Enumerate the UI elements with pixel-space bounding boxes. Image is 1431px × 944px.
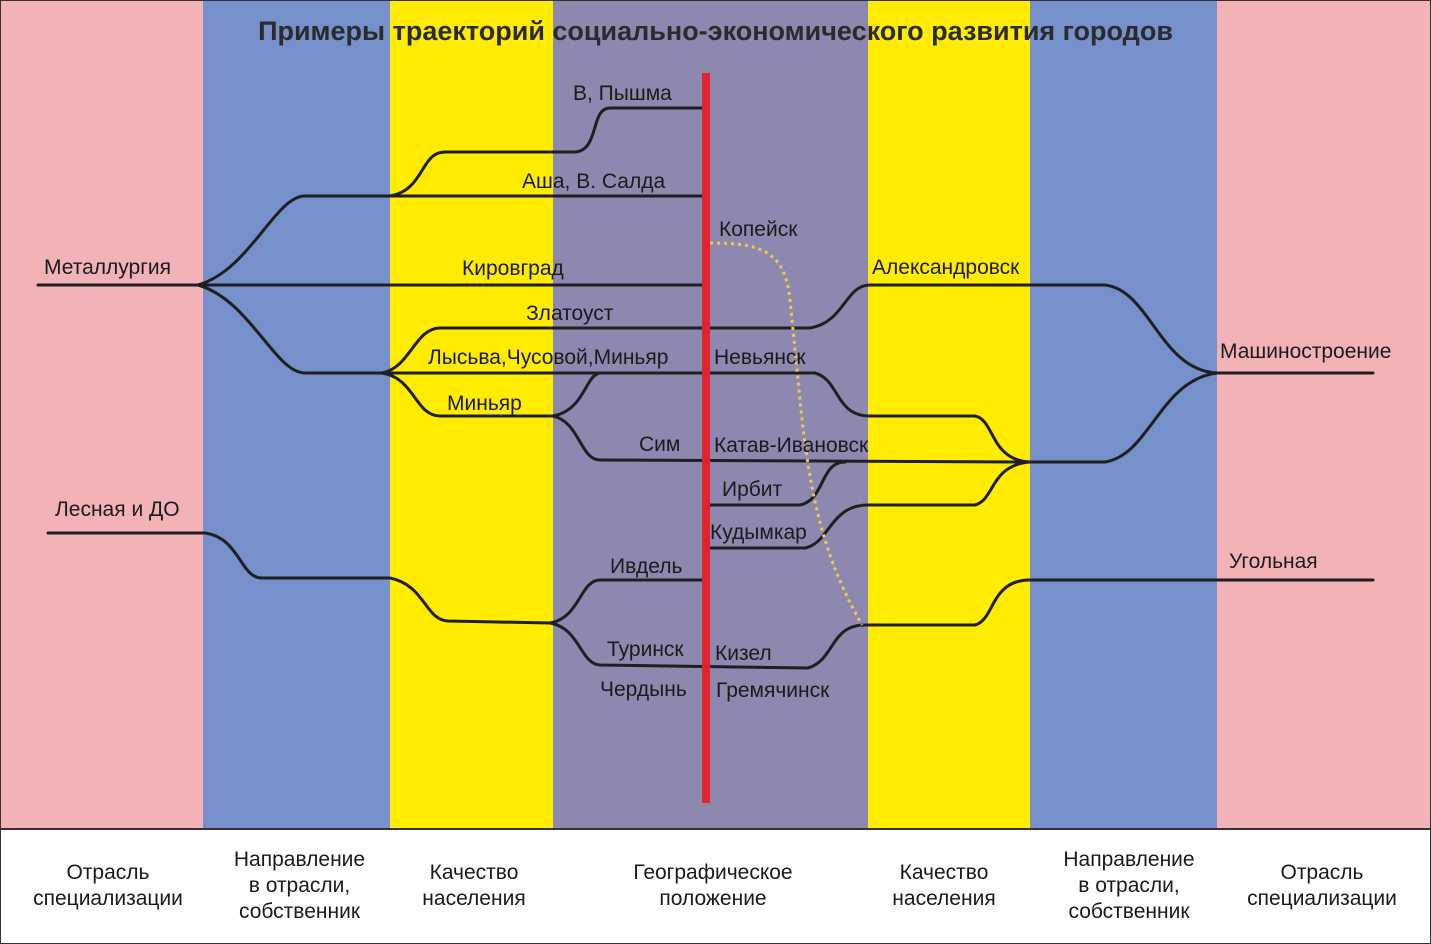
city-kudymkar: Кудымкар bbox=[710, 521, 807, 544]
machine-trunk bbox=[1028, 371, 1375, 464]
diagram-title: Примеры траекторий социально-экономическ… bbox=[258, 16, 1173, 46]
kudymkar-line bbox=[704, 503, 870, 550]
sector-coal-label: Угольная bbox=[1229, 550, 1318, 573]
zlatoust-line bbox=[380, 283, 1219, 375]
column-label-sector-right: Отрасль специализации bbox=[1247, 861, 1397, 910]
city-ivdel: Ивдель bbox=[610, 555, 683, 578]
city-irbit: Ирбит bbox=[722, 478, 783, 501]
band-direction-left bbox=[203, 0, 390, 829]
metallurgy-down-branch bbox=[196, 283, 384, 375]
city-asha: Аша, В. Салда bbox=[522, 170, 665, 193]
lysva-line bbox=[380, 371, 1032, 464]
column-label-population-left: Качество населения bbox=[422, 861, 526, 910]
trajectory-lines: Металлургия Лесная и ДО Машиностроение У… bbox=[36, 73, 1391, 803]
minyar-line bbox=[380, 371, 602, 418]
city-turinsk: Туринск bbox=[607, 638, 684, 661]
metallurgy-up-branch bbox=[196, 194, 392, 287]
sector-metallurgy-label: Металлургия bbox=[44, 256, 171, 279]
city-kirovgrad: Кировград bbox=[462, 257, 564, 280]
city-sim: Сим bbox=[639, 433, 680, 456]
ivdel-line bbox=[548, 578, 708, 625]
city-kopeysk: Копейск bbox=[719, 218, 798, 241]
band-direction-right bbox=[1030, 0, 1217, 829]
turinsk-line bbox=[548, 578, 1375, 670]
city-zlatoust: Златоуст bbox=[526, 302, 614, 325]
city-gremyachinsk: Гремячинск bbox=[716, 679, 830, 702]
column-label-direction-left: Направление в отрасли, собственник bbox=[233, 848, 366, 923]
city-lysva: Лысьва,Чусовой,Миньяр bbox=[428, 346, 668, 369]
city-minyar: Миньяр bbox=[447, 392, 522, 415]
band-geography bbox=[553, 0, 868, 829]
city-cherdyn: Чердынь bbox=[600, 678, 687, 701]
kopeysk-dotted-line bbox=[709, 241, 864, 626]
city-kizel: Кизел bbox=[715, 642, 772, 665]
irbit-line bbox=[704, 460, 847, 507]
v-pyshma-line bbox=[388, 106, 708, 198]
sim-line bbox=[551, 414, 1032, 464]
band-sector-left bbox=[0, 0, 203, 829]
column-label-direction-right: Направление в отрасли, собственник bbox=[1063, 848, 1195, 923]
column-label-geography: Географическое положение bbox=[633, 861, 793, 910]
irbit-right bbox=[866, 460, 1032, 507]
band-sector-right bbox=[1217, 0, 1431, 829]
sector-machine-label: Машиностроение bbox=[1220, 340, 1391, 363]
city-v-pyshma: В, Пышма bbox=[573, 82, 672, 105]
sector-forest-label: Лесная и ДО bbox=[55, 498, 180, 521]
column-label-population-right: Качество населения bbox=[892, 861, 996, 910]
city-nevyansk: Невьянск bbox=[714, 346, 806, 369]
footer-divider bbox=[0, 828, 1431, 830]
city-katav: Катав-Ивановск bbox=[714, 434, 869, 457]
forest-trunk bbox=[46, 531, 552, 625]
column-label-sector-left: Отрасль специализации bbox=[33, 861, 183, 910]
city-aleksandrovsk: Александровск bbox=[872, 256, 1020, 279]
column-footer bbox=[0, 829, 1431, 944]
